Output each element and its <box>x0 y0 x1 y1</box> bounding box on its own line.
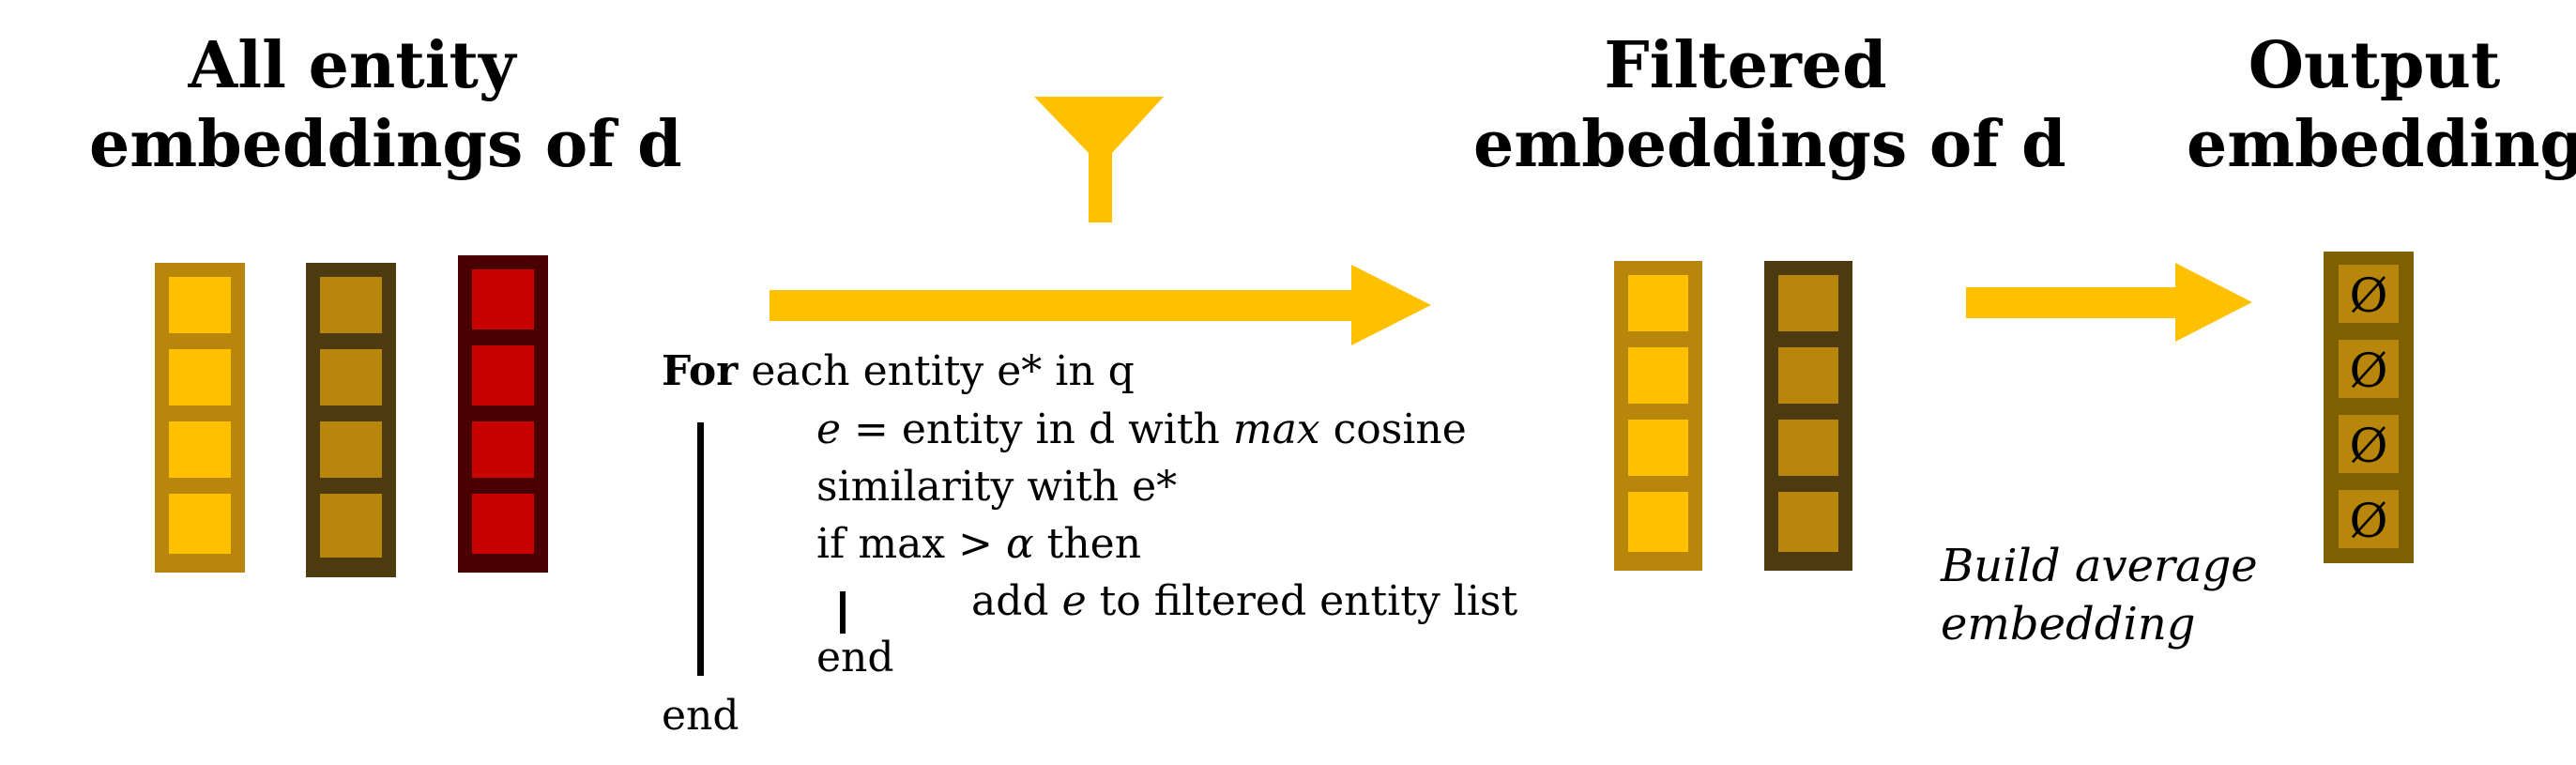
output-cell-symbol: Ø <box>2350 494 2388 548</box>
algorithm-text: end <box>816 634 894 681</box>
caption-build-average: Build average embedding <box>1941 537 2258 653</box>
algorithm-line-2: e = entity in d with max cosine <box>816 401 1467 459</box>
algorithm-text: each entity e* in q <box>738 347 1135 395</box>
algorithm-line-6: end <box>816 629 894 687</box>
heading-line: Output <box>2248 28 2501 103</box>
output-cell-symbol: Ø <box>2350 344 2388 398</box>
algorithm-line-3: similarity with e* <box>816 458 1177 516</box>
heading-line: Filtered <box>1604 28 1887 103</box>
arrow-right-icon <box>1966 263 2252 342</box>
heading-all-entity-embeddings: All entity embeddings of d <box>89 26 682 184</box>
filtered-vector-1 <box>1614 261 1702 571</box>
algorithm-text: then <box>1033 520 1142 568</box>
arrow-right-icon <box>770 265 1431 345</box>
heading-filtered-embeddings: Filtered embeddings of d <box>1473 26 2066 184</box>
caption-line: Build average <box>1941 540 2258 592</box>
output-vector: Ø Ø Ø Ø <box>2324 252 2414 563</box>
output-cell-symbol: Ø <box>2350 268 2388 323</box>
algorithm-variable: max <box>1232 405 1320 453</box>
algorithm-variable: e <box>1061 577 1087 625</box>
algorithm-line-4: if max > α then <box>816 515 1141 574</box>
algorithm-text: similarity with e* <box>816 463 1178 511</box>
algorithm-line-5: add e to filtered entity list <box>971 573 1517 631</box>
heading-output-embedding: Output embedding <box>2187 26 2576 184</box>
algorithm-text: end <box>662 692 739 740</box>
embedding-vector-1 <box>155 263 245 573</box>
algorithm-line-1: For each entity e* in q <box>662 343 1135 401</box>
if-bar <box>840 591 846 634</box>
algorithm-text: = entity in d with <box>841 405 1233 453</box>
embedding-vector-3 <box>458 255 548 573</box>
embedding-vector-2 <box>306 263 396 577</box>
algorithm-text: cosine <box>1319 405 1467 453</box>
loop-bar <box>697 422 704 676</box>
heading-line: embeddings of d <box>1473 107 2066 182</box>
algorithm-variable: α <box>1005 520 1034 568</box>
filter-icon <box>1034 97 1164 222</box>
algorithm-variable: e <box>816 405 842 453</box>
algorithm-text: to filtered entity list <box>1086 577 1518 625</box>
heading-line: embedding <box>2187 107 2576 182</box>
heading-line: embeddings of d <box>89 107 682 182</box>
algorithm-keyword: For <box>662 347 739 395</box>
algorithm-text: if max > <box>816 520 1006 568</box>
algorithm-line-7: end <box>662 687 739 745</box>
heading-line: All entity <box>188 28 516 103</box>
filtered-vector-2 <box>1764 261 1852 571</box>
output-cell-symbol: Ø <box>2350 419 2388 473</box>
caption-line: embedding <box>1941 598 2196 650</box>
algorithm-text: add <box>971 577 1062 625</box>
